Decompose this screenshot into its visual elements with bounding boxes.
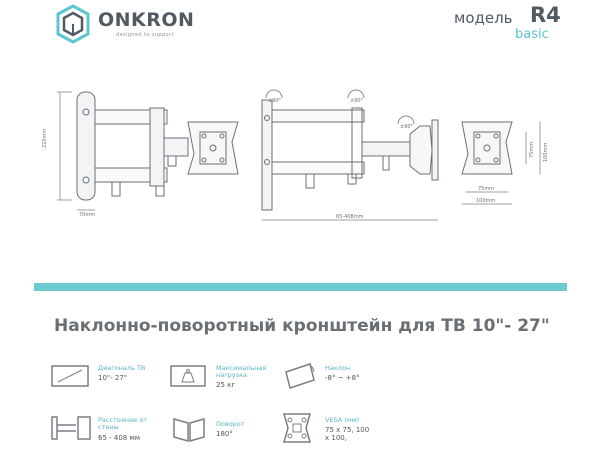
spec-value-weight: 25 кг bbox=[216, 381, 236, 389]
spec-value-diagonal: 10"- 27" bbox=[98, 374, 128, 382]
spec-label-wall-distance: Расстояние от стены bbox=[98, 416, 148, 431]
spec-label-diagonal: Диагональ ТВ bbox=[98, 364, 146, 372]
swivel-icon bbox=[173, 418, 205, 442]
dim-vesa-width-label: 75mm bbox=[478, 186, 495, 192]
model-variant: basic bbox=[515, 27, 549, 42]
model-label: модель bbox=[454, 9, 513, 27]
weight-icon bbox=[170, 365, 206, 387]
dim-vesa-height-label: 75mm bbox=[529, 141, 535, 158]
tv-diagonal-icon bbox=[51, 365, 89, 387]
spec-value-wall-distance: 65 - 408 мм bbox=[98, 434, 141, 442]
dim-plate-height-label: 100mm bbox=[543, 142, 549, 162]
rotation-label-3: ±90° bbox=[400, 124, 414, 130]
spec-label-swivel: Поворот bbox=[216, 420, 245, 428]
product-title: Наклонно-поворотный кронштейн для ТВ 10"… bbox=[54, 316, 550, 336]
rotation-label-1: ±90° bbox=[268, 98, 282, 104]
technical-drawing bbox=[57, 89, 541, 221]
spec-value-vesa: 75 x 75, 100 x 100, bbox=[325, 426, 370, 442]
spec-label-weight: Максимальная нагрузка bbox=[216, 364, 267, 379]
wall-distance-icon bbox=[51, 416, 91, 440]
spec-label-tilt: Наклон bbox=[325, 364, 351, 372]
model-name: R4 bbox=[530, 3, 561, 27]
dim-height-label: 220mm bbox=[42, 128, 48, 148]
brand-tagline: designed to support bbox=[116, 32, 174, 38]
onkron-logo-icon bbox=[56, 4, 90, 44]
rotation-label-2: ±90° bbox=[350, 98, 364, 104]
accent-band bbox=[34, 283, 567, 291]
dim-plate-width-label: 100mm bbox=[476, 198, 496, 204]
spec-value-tilt: -8° ~ +8° bbox=[325, 374, 360, 382]
spec-label-vesa: VESA (мм) bbox=[325, 416, 360, 424]
brand-name: ONKRON bbox=[98, 9, 195, 31]
vesa-icon bbox=[283, 413, 311, 443]
spec-value-swivel: 180° bbox=[216, 430, 233, 438]
dim-reach-label: 65-408mm bbox=[336, 214, 364, 220]
dim-base-label: 70mm bbox=[79, 212, 96, 218]
tilt-icon bbox=[285, 363, 315, 389]
